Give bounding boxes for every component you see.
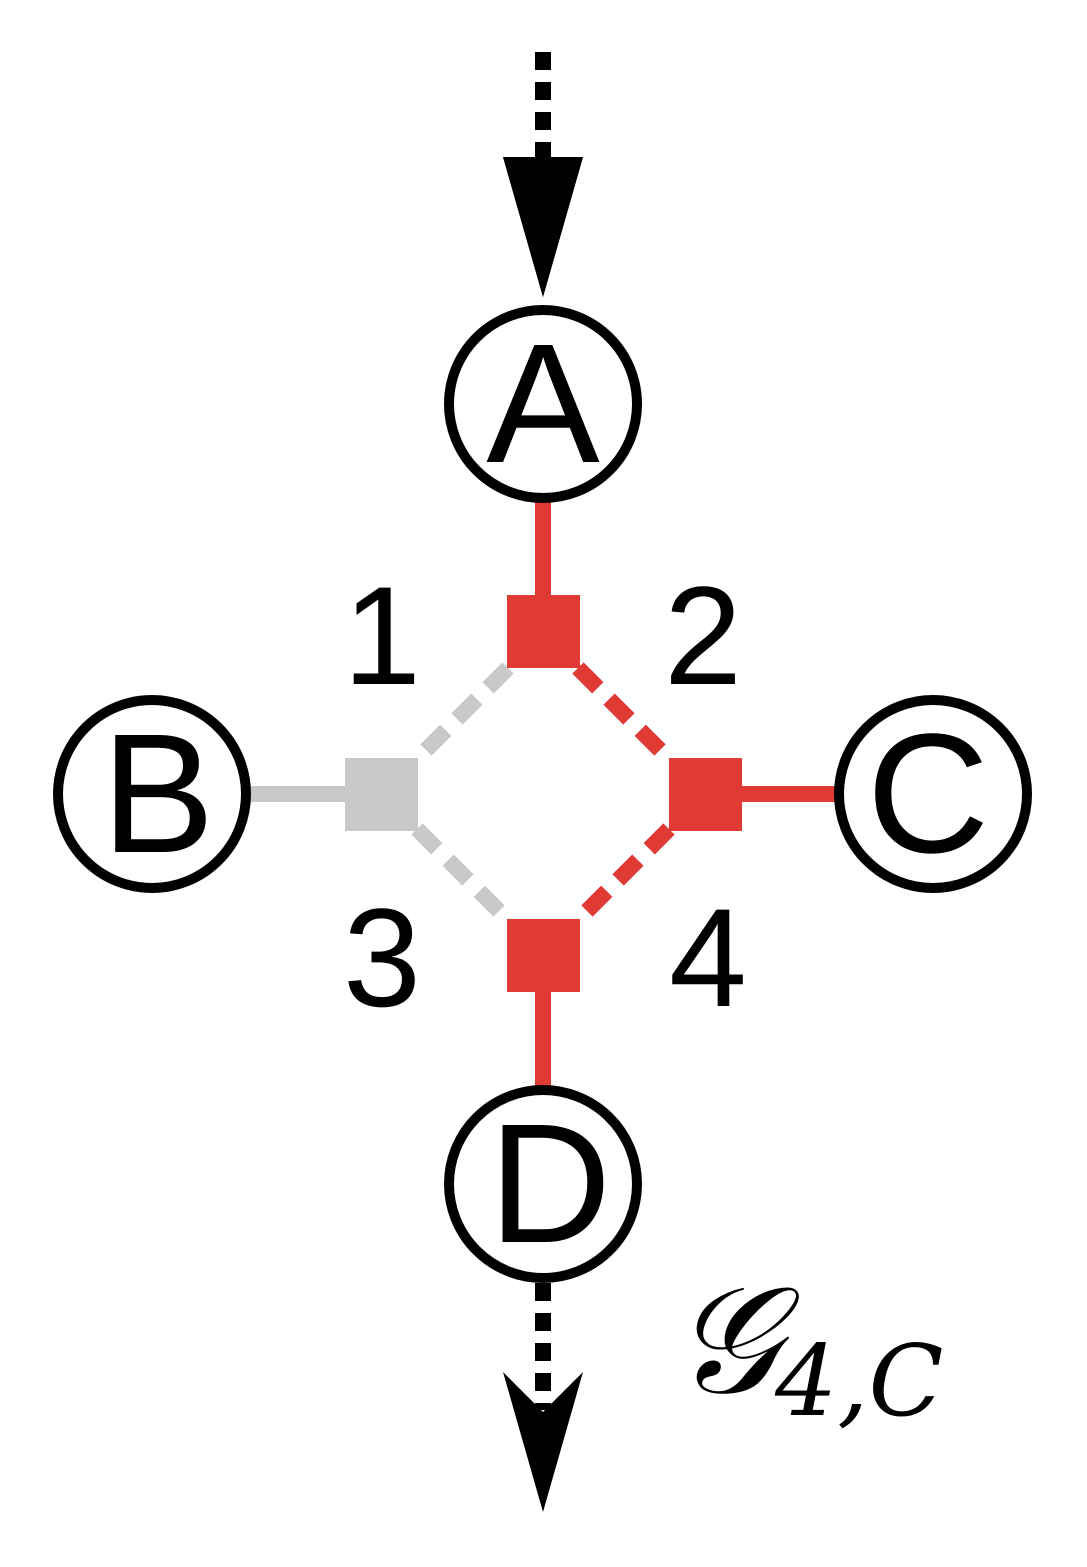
node-b-label: B: [101, 699, 214, 889]
node-d-circle: [444, 1085, 642, 1283]
graph-label-main: 𝒢: [672, 1254, 800, 1428]
node-d: D: [444, 1085, 642, 1283]
dashed-edge-top-right: [572, 662, 675, 765]
outgoing-arrow: [503, 1283, 583, 1512]
dashed-edge-bottom-right: [572, 823, 675, 926]
node-c-label: C: [867, 699, 990, 889]
graph-label: 𝒢 4,C: [672, 1254, 944, 1439]
number-label-3: 3: [343, 879, 421, 1036]
node-a-circle: [444, 305, 642, 503]
node-a: A: [444, 305, 642, 503]
node-b: B: [53, 695, 251, 893]
node-a-label: A: [486, 309, 600, 499]
outgoing-arrow-head: [503, 1372, 583, 1512]
incoming-arrow: [503, 52, 583, 297]
square-top: [507, 595, 580, 668]
node-c-circle: [834, 695, 1032, 893]
node-c: C: [834, 695, 1032, 893]
number-label-2: 2: [664, 557, 742, 714]
node-d-label: D: [489, 1089, 612, 1279]
dashed-edge-top-left: [411, 662, 514, 765]
square-left: [345, 758, 418, 831]
incoming-arrow-head-notch: [503, 157, 583, 297]
dashed-edge-bottom-left: [411, 823, 514, 926]
graph-label-subscript: 4,C: [774, 1325, 944, 1439]
number-label-1: 1: [343, 557, 421, 714]
square-bottom: [507, 919, 580, 992]
square-right: [669, 758, 742, 831]
number-label-4: 4: [669, 879, 747, 1036]
node-b-circle: [53, 695, 251, 893]
